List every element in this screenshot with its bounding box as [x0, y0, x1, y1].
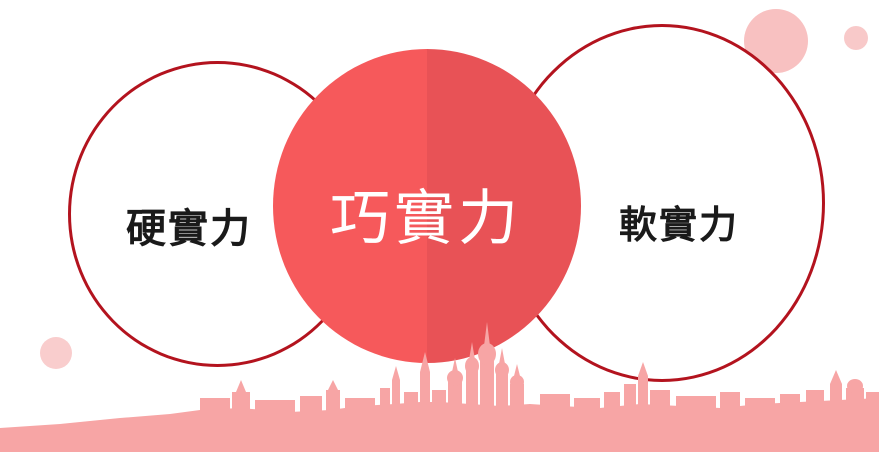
decorative-dot-left	[40, 337, 72, 369]
left-circle-label: 硬實力	[126, 206, 252, 252]
decorative-dot-small	[844, 26, 868, 50]
center-circle	[273, 49, 581, 363]
right-circle-label: 軟實力	[619, 203, 740, 247]
center-circle-label: 巧實力	[330, 184, 522, 254]
